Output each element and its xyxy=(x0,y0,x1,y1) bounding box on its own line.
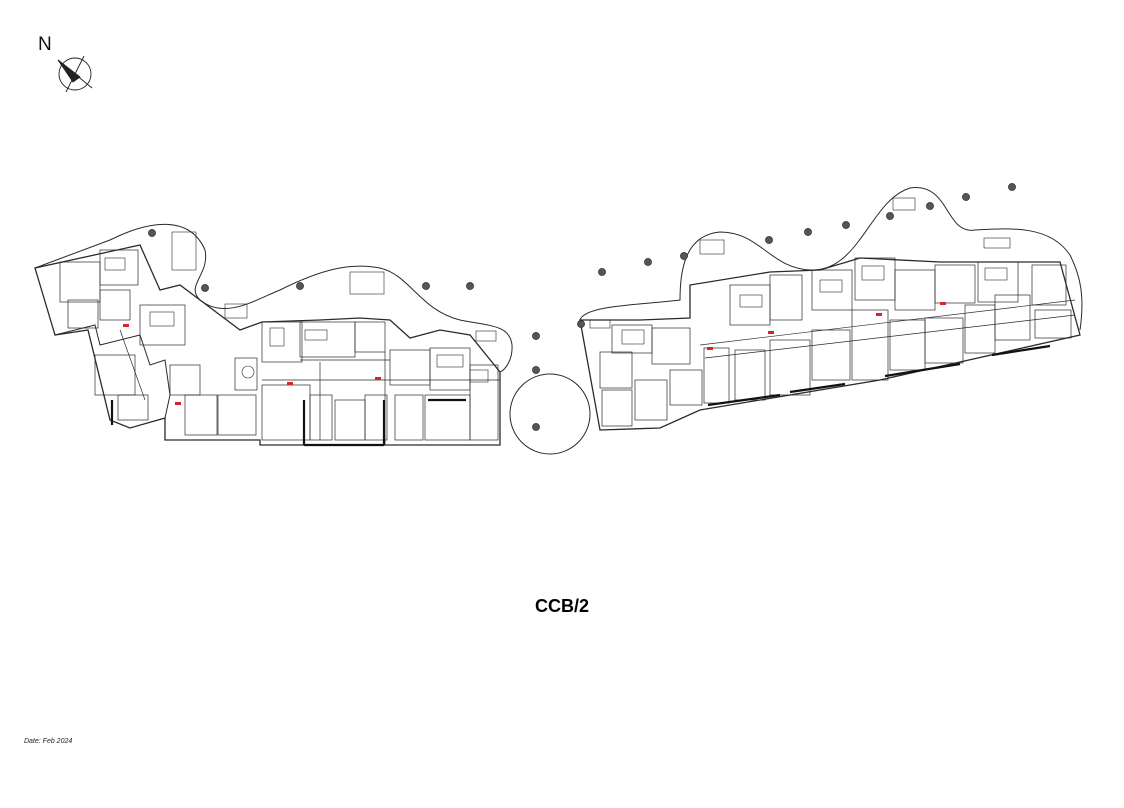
north-label: N xyxy=(38,34,52,55)
drawing-title: CCB/2 xyxy=(534,596,589,616)
right-building-plan xyxy=(579,187,1083,431)
left-building-plan xyxy=(34,223,513,447)
circular-feature xyxy=(509,373,591,455)
date-note: Date: Feb 2024 xyxy=(24,738,73,745)
compass-rose-icon xyxy=(57,55,93,93)
column-markers xyxy=(148,183,1016,431)
